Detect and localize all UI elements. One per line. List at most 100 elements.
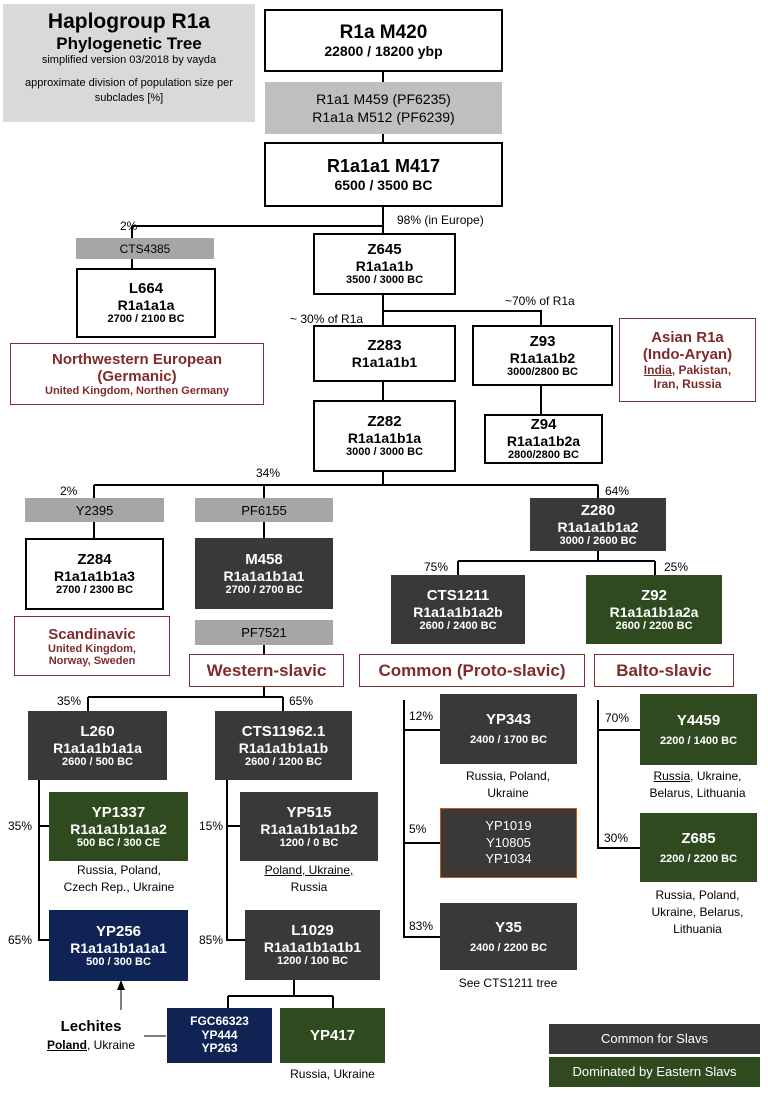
pct-label: 12% (409, 709, 434, 723)
node-z92[interactable]: Z92 R1a1a1b1a2a 2600 / 2200 BC (586, 575, 722, 644)
node-date: 3000/2800 BC (507, 365, 578, 378)
node-z284[interactable]: Z284 R1a1a1b1a3 2700 / 2300 BC (25, 538, 164, 610)
node-yp515[interactable]: YP515 R1a1a1b1a1b2 1200 / 0 BC (240, 792, 378, 861)
pct-label: 83% (409, 919, 434, 933)
lechites-title: Lechites (60, 1018, 122, 1035)
node-name: CTS1211 (426, 586, 490, 604)
region-countries: India, Pakistan, (644, 363, 731, 377)
node-name: CTS11962.1 (241, 722, 326, 740)
snp-label: PF6155 (241, 502, 287, 518)
pct-label: 64% (605, 484, 630, 498)
region-asian-r1a: Asian R1a (Indo-Aryan) India, Pakistan, … (619, 318, 756, 402)
geo-line: Ukraine (487, 785, 529, 800)
node-l664[interactable]: L664 R1a1a1a 2700 / 2100 BC (76, 268, 216, 338)
node-l260[interactable]: L260 R1a1a1b1a1a 2600 / 500 BC (28, 711, 167, 780)
pct-label: 98% (in Europe) (397, 213, 484, 227)
geo-yp515: Poland, Ukraine, Russia (234, 862, 384, 896)
node-name: L664 (128, 280, 164, 297)
country-list: , Pakistan, (671, 363, 732, 377)
node-clade: R1a1a1b (355, 258, 414, 275)
node-z685[interactable]: Z685 2200 / 2200 BC (640, 813, 757, 882)
node-date: 2800/2800 BC (508, 449, 579, 462)
node-date: 2400 / 2200 BC (469, 941, 548, 954)
region-balto-slavic: Balto-slavic (594, 654, 734, 687)
legend-common-for-slavs: Common for Slavs (549, 1024, 760, 1054)
node-z93[interactable]: Z93 R1a1a1b2 3000/2800 BC (472, 325, 613, 386)
node-yp1019-group[interactable]: YP1019 Y10805 YP1034 (440, 808, 577, 878)
node-clade: R1a1a1b1a2 (557, 518, 639, 535)
node-m458[interactable]: M458 R1a1a1b1a1 2700 / 2700 BC (195, 538, 333, 609)
node-name: M458 (245, 550, 283, 568)
node-y4459[interactable]: Y4459 2200 / 1400 BC (640, 694, 757, 765)
pct-label: 25% (664, 560, 689, 574)
geo-z685: Russia, Poland, Ukraine, Belarus, Lithua… (630, 887, 765, 937)
geo-line: Poland, Ukraine (26, 1037, 156, 1054)
country-emphasis: Poland (46, 1038, 87, 1052)
region-countries: United Kingdom, Northen Germany (45, 385, 229, 397)
region-common-proto-slavic: Common (Proto-slavic) (359, 654, 585, 687)
node-yp343[interactable]: YP343 2400 / 1700 BC (440, 694, 577, 764)
node-date: 2700 / 2700 BC (225, 583, 303, 596)
node-yp417[interactable]: YP417 (280, 1008, 385, 1063)
legend-eastern-slavs: Dominated by Eastern Slavs (549, 1057, 760, 1087)
node-name: YP256 (95, 922, 142, 940)
geo-line: Ukraine, Belarus, (651, 904, 744, 919)
node-cts1211[interactable]: CTS1211 R1a1a1b1a2b 2600 / 2400 BC (391, 575, 525, 644)
node-fgc66323[interactable]: FGC66323 YP444 YP263 (167, 1008, 272, 1063)
node-date: 1200 / 0 BC (279, 836, 339, 849)
country-emphasis: Russia (653, 769, 691, 783)
geo-line: Russia (290, 879, 328, 894)
node-date: 1200 / 100 BC (277, 955, 348, 968)
node-clade: R1a1a1b1a (347, 430, 422, 447)
version-note: simplified version 03/2018 by vayda (41, 54, 217, 66)
snp-pf6155: PF6155 (195, 498, 333, 522)
node-r1a-m420[interactable]: R1a M420 22800 / 18200 ybp (264, 9, 503, 72)
node-l1029[interactable]: L1029 R1a1a1b1a1b1 1200 / 100 BC (245, 910, 380, 980)
region-countries: United Kingdom, (48, 642, 136, 655)
geo-line: See CTS1211 tree (458, 976, 558, 990)
node-clade: R1a1a1b1 (351, 354, 418, 371)
node-name: R1a M420 (339, 21, 428, 43)
node-name: Z284 (77, 551, 112, 568)
pct-label: 75% (424, 560, 449, 574)
node-z94[interactable]: Z94 R1a1a1b2a 2800/2800 BC (484, 414, 603, 464)
node-name: R1a1a1 M417 (326, 156, 441, 177)
node-clade: R1a1a1b1a1a2 (70, 820, 167, 837)
geo-line: Belarus, Lithuania (649, 785, 746, 800)
region-northwestern-european: Northwestern European (Germanic) United … (10, 343, 264, 405)
node-date: 2700 / 2300 BC (55, 584, 134, 597)
node-z282[interactable]: Z282 R1a1a1b1a 3000 / 3000 BC (313, 400, 456, 472)
node-date: 500 / 300 BC (86, 955, 151, 968)
node-name: Z94 (530, 416, 557, 433)
node-cts11962[interactable]: CTS11962.1 R1a1a1b1a1b 2600 / 1200 BC (215, 711, 352, 780)
intermediate-snps: R1a1 M459 (PF6235) R1a1a M512 (PF6239) (265, 82, 502, 134)
region-title: (Indo-Aryan) (642, 346, 733, 363)
pct-label: 70% (605, 711, 630, 725)
snp-y2395: Y2395 (25, 498, 164, 522)
node-date: 2200 / 2200 BC (659, 852, 738, 865)
node-name: Y10805 (486, 834, 531, 850)
pct-label: ~70% of R1a (505, 294, 575, 308)
node-m417[interactable]: R1a1a1 M417 6500 / 3500 BC (264, 142, 503, 207)
pct-label: 2% (60, 484, 78, 498)
node-z280[interactable]: Z280 R1a1a1b1a2 3000 / 2600 BC (530, 498, 666, 551)
node-name: YP343 (485, 711, 532, 729)
node-yp1337[interactable]: YP1337 R1a1a1b1a1a2 500 BC / 300 CE (49, 792, 188, 861)
node-date: 3000 / 3000 BC (345, 446, 424, 459)
pct-label: 34% (256, 466, 281, 480)
pct-label: 5% (409, 822, 427, 836)
snp-cts4385: CTS4385 (76, 238, 214, 259)
node-name: YP1019 (485, 817, 532, 833)
link-l260-children (38, 780, 49, 941)
node-yp256[interactable]: YP256 R1a1a1b1a1a1 500 / 300 BC (49, 910, 188, 981)
node-z645[interactable]: Z645 R1a1a1b 3500 / 3000 BC (313, 233, 456, 295)
node-name: Z93 (529, 332, 556, 350)
node-name: YP444 (201, 1027, 238, 1042)
header-box: Haplogroup R1a Phylogenetic Tree simplif… (3, 4, 255, 122)
node-name: YP1337 (91, 803, 146, 821)
node-z283[interactable]: Z283 R1a1a1b1 (313, 325, 456, 382)
pct-label: 15% (199, 819, 224, 833)
pct-label: 65% (8, 933, 33, 947)
node-y35[interactable]: Y35 2400 / 2200 BC (440, 903, 577, 970)
